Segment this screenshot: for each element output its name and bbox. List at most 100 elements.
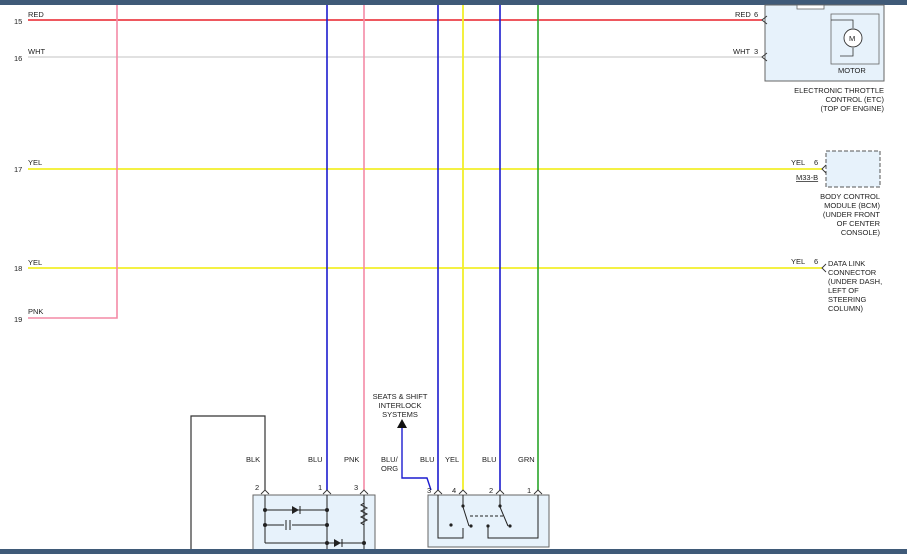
etc-caption-line-3: (TOP OF ENGINE): [821, 104, 885, 113]
switch-contact-3: [469, 524, 473, 528]
left-module-pin-1-connector-icon: [322, 489, 332, 495]
switch-contact-6: [486, 524, 490, 528]
left-module-pin-2: 2: [255, 483, 259, 492]
diode-icon-2: [334, 539, 341, 547]
bottom-frame-bar: [0, 549, 907, 554]
interlock-caption-line-3: SYSTEMS: [382, 410, 418, 419]
bcm-module-box: [825, 150, 881, 188]
capacitor-icon: [284, 520, 292, 530]
right-module-pin-2-connector-icon: [495, 489, 505, 495]
right-module-pin-1-connector-icon: [533, 489, 543, 495]
row-wire-label-19: PNK: [28, 307, 43, 316]
left-module-pin-2-connector-icon: [260, 489, 270, 495]
row-wire-label-15: RED: [28, 10, 44, 19]
bcm-caption-line-1: BODY CONTROL: [820, 192, 880, 201]
bcm-connector-id: M33-B: [796, 173, 818, 182]
right-module-wire-blu-org-2: ORG: [381, 464, 398, 473]
etc-pin-6-connector-icon: [761, 15, 768, 25]
right-module-wire-grn: GRN: [518, 455, 535, 464]
bcm-pin-number: 6: [814, 158, 818, 167]
bcm-pin-6-connector-icon: [821, 164, 827, 174]
dlc-pin-wire: YEL: [791, 257, 805, 266]
row-number-19: 19: [14, 315, 22, 324]
switch-blade-1-icon: [462, 506, 470, 527]
bcm-caption-line-4: OF CENTER: [837, 219, 881, 228]
etc-module-box: [764, 4, 885, 82]
dlc-caption-line-6: COLUMN): [828, 304, 864, 313]
etc-pin-3-wire: WHT: [733, 47, 750, 56]
junction-dot-6: [362, 541, 366, 545]
switch-contact-5: [508, 524, 512, 528]
right-module-box: [427, 494, 550, 548]
interlock-arrow-icon: [397, 419, 407, 428]
etc-pin-3-number: 3: [754, 47, 758, 56]
etc-caption-line-1: ELECTRONIC THROTTLE: [794, 86, 884, 95]
wire-pnk-19: [28, 5, 118, 319]
etc-top-connector: [796, 4, 825, 10]
motor-icon: [843, 28, 863, 48]
left-module-wire-blu: BLU: [308, 455, 323, 464]
etc-motor-frame: [830, 13, 880, 65]
interlock-caption-line-2: INTERLOCK: [379, 401, 422, 410]
switch-contact-1: [461, 504, 465, 508]
right-module-pin-4: 4: [452, 486, 456, 495]
junction-dot-5: [325, 541, 329, 545]
dlc-pin-6-connector-icon: [821, 263, 827, 273]
right-module-wire-blu-a: BLU: [420, 455, 435, 464]
left-module-wire-blk: BLK: [246, 455, 260, 464]
switch-wire-left: [437, 495, 464, 539]
right-module-pin-3: 3: [427, 486, 431, 495]
top-frame-bar: [0, 0, 907, 5]
bcm-pin-wire: YEL: [791, 158, 805, 167]
left-module-pin-1: 1: [318, 483, 322, 492]
row-number-18: 18: [14, 264, 22, 273]
etc-motor-lead-2: [840, 48, 854, 57]
row-number-17: 17: [14, 165, 22, 174]
row-number-16: 16: [14, 54, 22, 63]
left-module-wire-pnk: PNK: [344, 455, 359, 464]
etc-pin-3-connector-icon: [761, 52, 768, 62]
bcm-caption-line-5: CONSOLE): [841, 228, 881, 237]
etc-pin-6-number: 6: [754, 10, 758, 19]
row-wire-label-18: YEL: [28, 258, 42, 267]
etc-caption-line-2: CONTROL (ETC): [826, 95, 885, 104]
dlc-caption-line-5: STEERING: [828, 295, 867, 304]
etc-pin-6-wire: RED: [735, 10, 751, 19]
right-module-pin-4-connector-icon: [458, 489, 468, 495]
dlc-caption-line-3: (UNDER DASH,: [828, 277, 882, 286]
motor-symbol: M: [849, 34, 855, 43]
junction-dot-1: [263, 508, 267, 512]
right-module-wire-yel: YEL: [445, 455, 459, 464]
dlc-caption-line-1: DATA LINK: [828, 259, 865, 268]
dlc-pin-number: 6: [814, 257, 818, 266]
interlock-caption-line-1: SEATS & SHIFT: [373, 392, 428, 401]
switch-blade-2-icon: [499, 506, 509, 527]
diode-icon: [292, 506, 299, 514]
junction-dot-3: [263, 523, 267, 527]
row-wire-label-16: WHT: [28, 47, 45, 56]
switch-contact-2: [449, 523, 453, 527]
junction-dot-4: [325, 523, 329, 527]
row-wire-label-17: YEL: [28, 158, 42, 167]
right-module-pin-1: 1: [527, 486, 531, 495]
right-module-wire-blu-b: BLU: [482, 455, 497, 464]
left-module-pin-3: 3: [354, 483, 358, 492]
left-module-pin-3-connector-icon: [359, 489, 369, 495]
right-module-pin-3-connector-icon: [433, 489, 443, 495]
right-module-pin-2: 2: [489, 486, 493, 495]
bcm-caption-line-3: (UNDER FRONT: [823, 210, 880, 219]
row-number-15: 15: [14, 17, 22, 26]
wire-blu-org: [401, 427, 432, 491]
dlc-caption-line-4: LEFT OF: [828, 286, 859, 295]
junction-dot-2: [325, 508, 329, 512]
resistor-icon: [359, 500, 369, 528]
switch-wire-return: [487, 495, 539, 539]
right-module-wire-blu-org-1: BLU/: [381, 455, 399, 464]
motor-label: MOTOR: [838, 66, 866, 75]
dlc-caption-line-2: CONNECTOR: [828, 268, 877, 277]
wire-blk: [190, 415, 266, 554]
switch-contact-4: [498, 504, 502, 508]
etc-motor-lead: [831, 19, 854, 28]
bcm-caption-line-2: MODULE (BCM): [824, 201, 880, 210]
